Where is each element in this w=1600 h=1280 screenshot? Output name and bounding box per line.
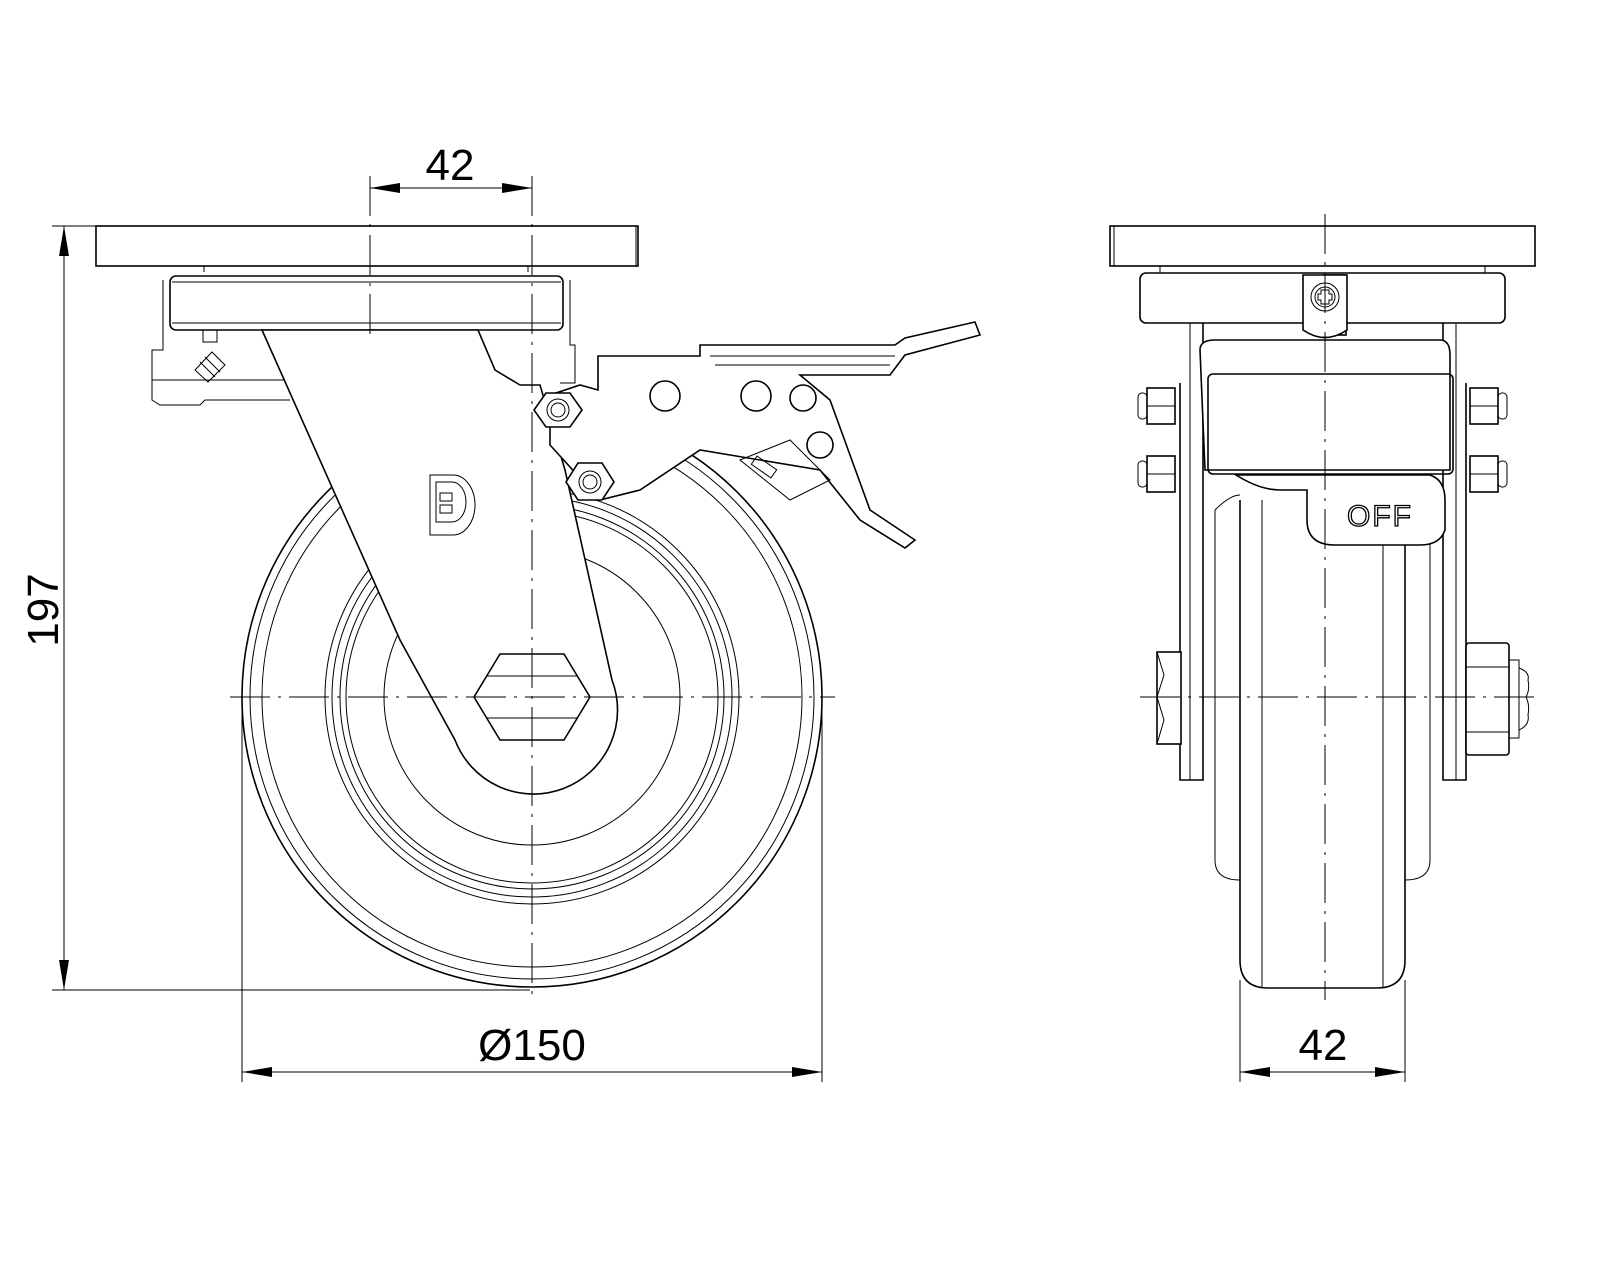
dimension-offset-label: 42 <box>426 141 475 190</box>
side-nut <box>1137 387 1176 425</box>
fork-bolt <box>533 392 583 428</box>
side-nut <box>1469 455 1508 493</box>
pivot-hole <box>806 431 834 459</box>
swivel-housing <box>169 275 564 331</box>
axle-bolt-head <box>1156 651 1182 745</box>
dimension-diameter: Ø150 <box>241 697 823 1082</box>
pivot-hole <box>789 384 817 412</box>
dimension-offset: 42 <box>370 141 532 193</box>
dimension-diameter-label: Ø150 <box>478 1021 586 1070</box>
top-plate-front <box>1109 225 1536 267</box>
grease-nipple <box>194 329 226 383</box>
side-nut <box>1137 455 1176 493</box>
axle-nut-front <box>1465 642 1530 756</box>
pivot-hole <box>649 380 681 412</box>
wheel-front <box>1239 500 1406 989</box>
dimension-height-label: 197 <box>19 573 68 646</box>
pivot-hole <box>740 380 772 412</box>
dimension-width: 42 <box>1239 980 1406 1082</box>
brake-tab <box>1233 474 1446 546</box>
brake-state-label: OFF <box>1347 500 1413 533</box>
side-nut <box>1469 387 1508 425</box>
dimension-height: 197 <box>19 225 530 991</box>
dimension-width-label: 42 <box>1299 1021 1348 1070</box>
top-plate <box>95 225 639 267</box>
fork-bolt <box>565 462 615 501</box>
brake-lever <box>549 321 982 549</box>
side-view <box>95 176 982 1000</box>
logo-d <box>429 474 476 536</box>
front-view: OFF <box>1109 214 1536 1000</box>
